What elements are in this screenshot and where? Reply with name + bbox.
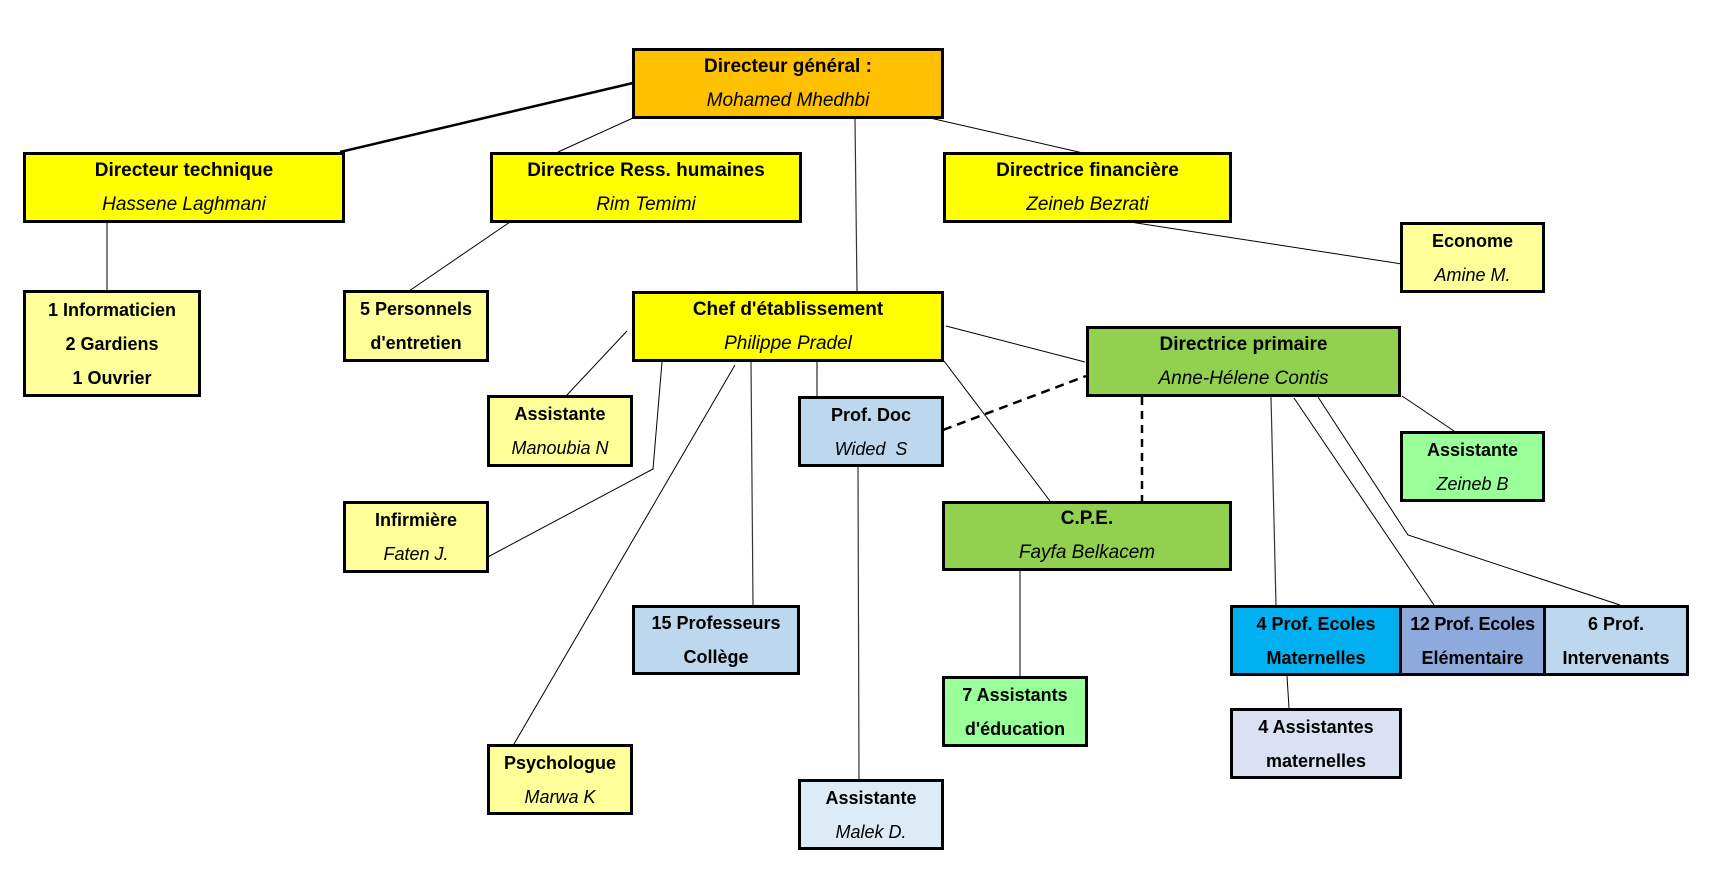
link-dirprim-assist <box>1401 395 1455 432</box>
node-person: Amine M. <box>1434 264 1511 285</box>
link-drh-entretien <box>408 221 511 292</box>
staff-line: maternelles <box>1265 750 1367 771</box>
link-chef-psychologue <box>513 364 736 745</box>
node-prof-maternelles[interactable]: 4 Prof. Ecoles Maternelles <box>1230 605 1402 676</box>
node-title: Econome <box>1431 230 1514 251</box>
staff-line: d'entretien <box>370 333 462 353</box>
node-title: Psychologue <box>503 752 617 773</box>
staff-line: 4 Assistantes <box>1258 716 1374 737</box>
node-title: Infirmière <box>374 510 458 530</box>
staff-line: 2 Gardiens <box>65 333 159 354</box>
node-title: Directeur général : <box>704 55 872 77</box>
link-dirprim-profinterv <box>1317 396 1621 606</box>
staff-line: d'éducation <box>964 718 1066 739</box>
link-chef-assist <box>565 330 628 397</box>
staff-line: Intervenants <box>1562 647 1670 668</box>
node-title: Directrice financière <box>996 159 1179 181</box>
node-person: Philippe Pradel <box>724 332 852 354</box>
node-title: Directeur technique <box>94 159 274 181</box>
staff-line: 1 Informaticien <box>47 299 177 320</box>
node-person: Marwa K <box>524 786 596 807</box>
node-assistantes-maternelles[interactable]: 4 Assistantes maternelles <box>1230 708 1402 779</box>
staff-line: 4 Prof. Ecoles <box>1256 613 1376 634</box>
staff-line: 5 Personnels <box>359 299 473 319</box>
node-personnel-entretien[interactable]: 5 Personnels d'entretien <box>343 290 489 362</box>
node-chef-etablissement[interactable]: Chef d'établissement Philippe Pradel <box>632 291 944 362</box>
staff-line: 1 Ouvrier <box>72 367 152 388</box>
node-directeur-technique[interactable]: Directeur technique Hassene Laghmani <box>23 152 345 223</box>
link-chef-profs <box>750 361 754 606</box>
node-title: Chef d'établissement <box>692 298 884 320</box>
link-dg-chef <box>854 117 858 292</box>
node-person: Anne-Hélene Contis <box>1158 367 1329 389</box>
staff-line: Collège <box>683 647 749 667</box>
link-dg-daf <box>929 117 1084 154</box>
node-prof-elementaire[interactable]: 12 Prof. Ecoles Elémentaire <box>1399 605 1546 676</box>
node-title: Assistante <box>514 404 606 424</box>
node-directrice-financiere[interactable]: Directrice financière Zeineb Bezrati <box>943 152 1232 223</box>
node-person: Mohamed Mhedhbi <box>706 89 870 111</box>
node-directeur-general[interactable]: Directeur général : Mohamed Mhedhbi <box>632 48 944 119</box>
staff-line: 7 Assistants <box>962 684 1068 705</box>
link-dg-dir-tech <box>339 81 634 154</box>
node-person: Wided S <box>834 438 908 459</box>
node-title: Directrice primaire <box>1159 333 1328 355</box>
staff-line: Maternelles <box>1266 647 1366 668</box>
staff-line: 6 Prof. <box>1587 613 1644 634</box>
node-prof-intervenants[interactable]: 6 Prof. Intervenants <box>1543 605 1689 676</box>
node-person: Zeineb Bezrati <box>1026 193 1149 215</box>
node-professeurs-college[interactable]: 15 Professeurs Collège <box>632 605 800 675</box>
staff-line: 12 Prof. Ecoles <box>1410 613 1535 634</box>
link-profdoc-dirprim-dashed <box>942 374 1087 432</box>
node-directrice-primaire[interactable]: Directrice primaire Anne-Hélene Contis <box>1086 326 1401 397</box>
node-assistante-chef[interactable]: Assistante Manoubia N <box>487 395 633 467</box>
link-dg-drh <box>557 117 634 153</box>
link-profmat-assistmat <box>1286 675 1290 709</box>
node-prof-doc[interactable]: Prof. Doc Wided S <box>798 396 944 467</box>
node-person: Manoubia N <box>511 438 609 458</box>
link-chef-infirmiere <box>483 361 663 560</box>
node-infirmiere[interactable]: Infirmière Faten J. <box>343 501 489 573</box>
link-dirprim-profelem <box>1293 397 1435 606</box>
node-person: Malek D. <box>835 821 907 842</box>
node-econome[interactable]: Econome Amine M. <box>1400 222 1545 293</box>
node-person: Hassene Laghmani <box>102 193 266 215</box>
staff-line: 15 Professeurs <box>651 613 781 633</box>
node-technical-staff[interactable]: 1 Informaticien 2 Gardiens 1 Ouvrier <box>23 290 201 397</box>
node-title: Directrice Ress. humaines <box>527 159 765 181</box>
link-daf-econome <box>1129 221 1403 265</box>
node-assistants-education[interactable]: 7 Assistants d'éducation <box>942 676 1088 747</box>
node-title: Assistante <box>825 787 917 808</box>
link-chef-dirprim <box>945 325 1086 363</box>
node-person: Zeineb B <box>1436 473 1509 494</box>
node-title: Assistante <box>1426 439 1519 460</box>
node-directrice-rh[interactable]: Directrice Ress. humaines Rim Temimi <box>490 152 802 223</box>
node-assistante-doc[interactable]: Assistante Malek D. <box>798 779 944 850</box>
staff-line: Elémentaire <box>1421 647 1524 668</box>
node-title: Prof. Doc <box>830 404 911 425</box>
node-assistante-primaire[interactable]: Assistante Zeineb B <box>1400 431 1545 502</box>
node-person: Faten J. <box>383 544 449 564</box>
node-psychologue[interactable]: Psychologue Marwa K <box>487 744 633 815</box>
link-profdoc-assist <box>857 465 860 780</box>
node-title: C.P.E. <box>1060 508 1114 529</box>
link-dirprim-profmat <box>1270 396 1277 606</box>
link-chef-cpe <box>943 360 1051 502</box>
node-cpe[interactable]: C.P.E. Fayfa Belkacem <box>942 501 1232 571</box>
node-person: Rim Temimi <box>596 193 696 215</box>
node-person: Fayfa Belkacem <box>1018 542 1156 563</box>
